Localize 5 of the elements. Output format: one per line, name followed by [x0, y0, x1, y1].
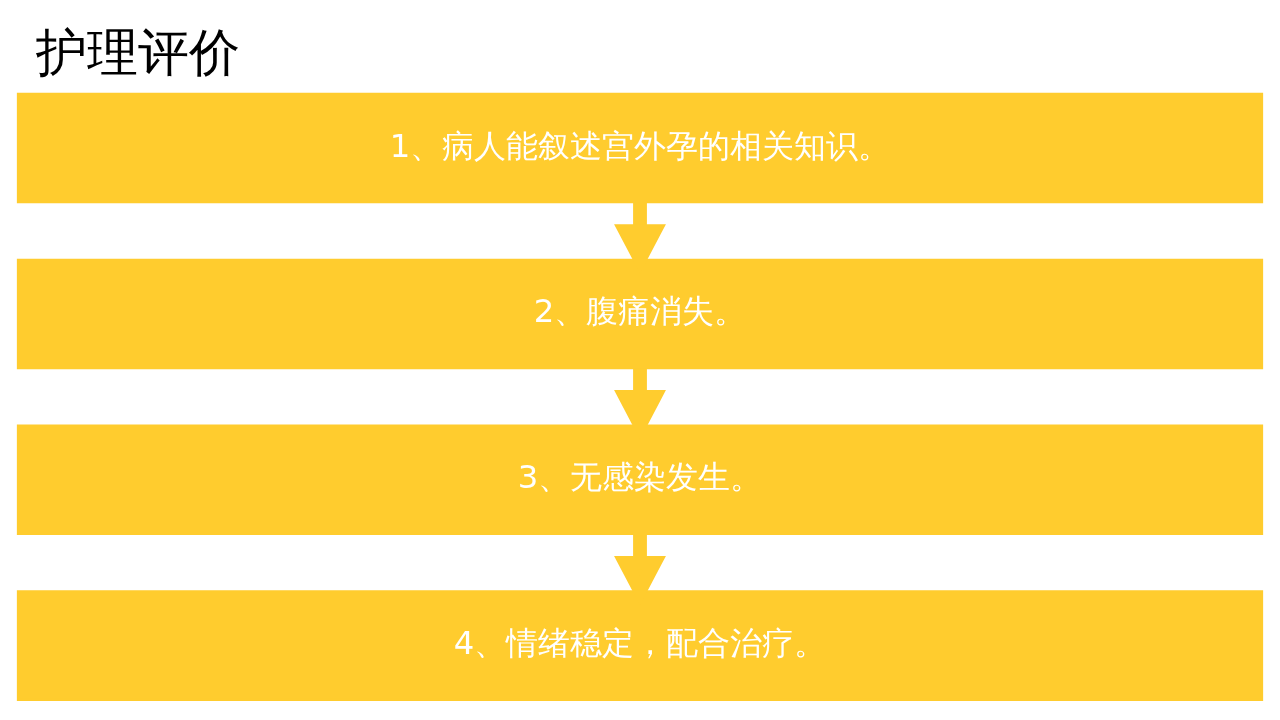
node-box: 1、病人能叙述宫外孕的相关知识。: [16, 92, 1264, 204]
node-box: 4、情绪稳定，配合治疗。: [16, 590, 1264, 701]
node-box: 2、腹痛消失。: [16, 258, 1264, 370]
node-box: 3、无感染发生。: [16, 424, 1264, 536]
diagram-title: 护理评价: [35, 22, 240, 82]
